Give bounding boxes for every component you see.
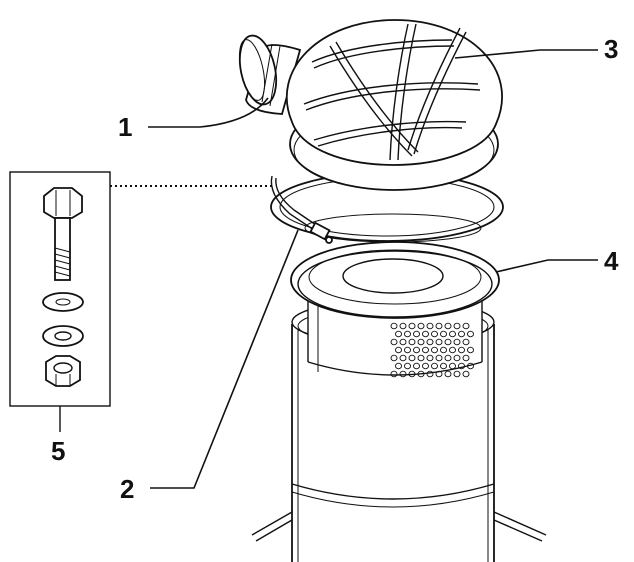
perforation-hole xyxy=(462,370,470,378)
perforation-hole xyxy=(417,322,425,330)
perforation-hole xyxy=(440,362,447,370)
leader-2 xyxy=(150,229,299,489)
leader-4 xyxy=(495,259,598,273)
perforation-hole xyxy=(458,330,465,338)
callout-4: 4 xyxy=(604,246,619,276)
perforation-hole xyxy=(390,354,398,362)
leader-3 xyxy=(454,49,598,59)
perforation-hole xyxy=(408,338,416,346)
perforation-hole xyxy=(399,322,407,330)
perforation-hole xyxy=(444,354,452,362)
perforation-hole xyxy=(435,354,443,362)
perforation-hole xyxy=(399,370,407,378)
perforation-hole xyxy=(453,370,461,378)
perforation-hole xyxy=(404,346,411,354)
perforation-hole xyxy=(449,362,456,370)
perforation-hole xyxy=(395,362,402,370)
perforation-hole xyxy=(417,354,425,362)
perforation-hole xyxy=(462,322,470,330)
perforation-hole xyxy=(426,354,434,362)
perforation-hole xyxy=(399,338,407,346)
perforation-hole xyxy=(440,346,447,354)
perforation-hole xyxy=(404,330,411,338)
perforation-hole xyxy=(431,362,438,370)
perforation-hole xyxy=(417,338,425,346)
perforation-hole xyxy=(467,346,474,354)
perforation-hole xyxy=(404,362,411,370)
callout-5: 5 xyxy=(51,436,65,466)
perforation-hole xyxy=(431,330,438,338)
perforation-hole xyxy=(417,370,425,378)
perforation-hole xyxy=(422,330,429,338)
hardware-detail-box xyxy=(9,171,111,432)
perforation-hole xyxy=(413,362,420,370)
perforation-hole xyxy=(413,346,420,354)
perforation-hole xyxy=(408,370,416,378)
perforation-hole xyxy=(395,330,402,338)
perforation-hole xyxy=(444,370,452,378)
leader-1 xyxy=(148,97,269,128)
perforation-hole xyxy=(408,354,416,362)
perforation-hole xyxy=(431,346,438,354)
filter-element xyxy=(290,241,500,378)
perforation-hole xyxy=(435,338,443,346)
air-cleaner-cover xyxy=(238,19,503,191)
perforation-hole xyxy=(453,354,461,362)
perforation-hole xyxy=(390,370,398,378)
perforation-hole xyxy=(422,346,429,354)
perforation-hole xyxy=(467,330,474,338)
leader-lines xyxy=(148,49,598,489)
perforation-hole xyxy=(435,322,443,330)
perforation-hole xyxy=(413,330,420,338)
perforation-hole xyxy=(435,370,443,378)
perforation-hole xyxy=(390,338,398,346)
perforation-hole xyxy=(395,346,402,354)
perforation-hole xyxy=(390,322,398,330)
perforation-hole xyxy=(422,362,429,370)
perforation-hole xyxy=(440,330,447,338)
perforation-hole xyxy=(462,338,470,346)
filter-perforations xyxy=(390,322,474,378)
perforation-hole xyxy=(453,338,461,346)
perforation-hole xyxy=(458,362,465,370)
perforation-hole xyxy=(462,354,470,362)
perforation-hole xyxy=(453,322,461,330)
perforation-hole xyxy=(426,322,434,330)
perforation-hole xyxy=(399,354,407,362)
perforation-hole xyxy=(449,346,456,354)
callout-3: 3 xyxy=(604,34,618,64)
perforation-hole xyxy=(444,338,452,346)
perforation-hole xyxy=(426,338,434,346)
perforation-hole xyxy=(408,322,416,330)
perforation-hole xyxy=(449,330,456,338)
perforation-hole xyxy=(467,362,474,370)
perforation-hole xyxy=(458,346,465,354)
callout-1: 1 xyxy=(118,112,132,142)
perforation-hole xyxy=(426,370,434,378)
callout-2: 2 xyxy=(120,474,134,504)
perforation-hole xyxy=(444,322,452,330)
